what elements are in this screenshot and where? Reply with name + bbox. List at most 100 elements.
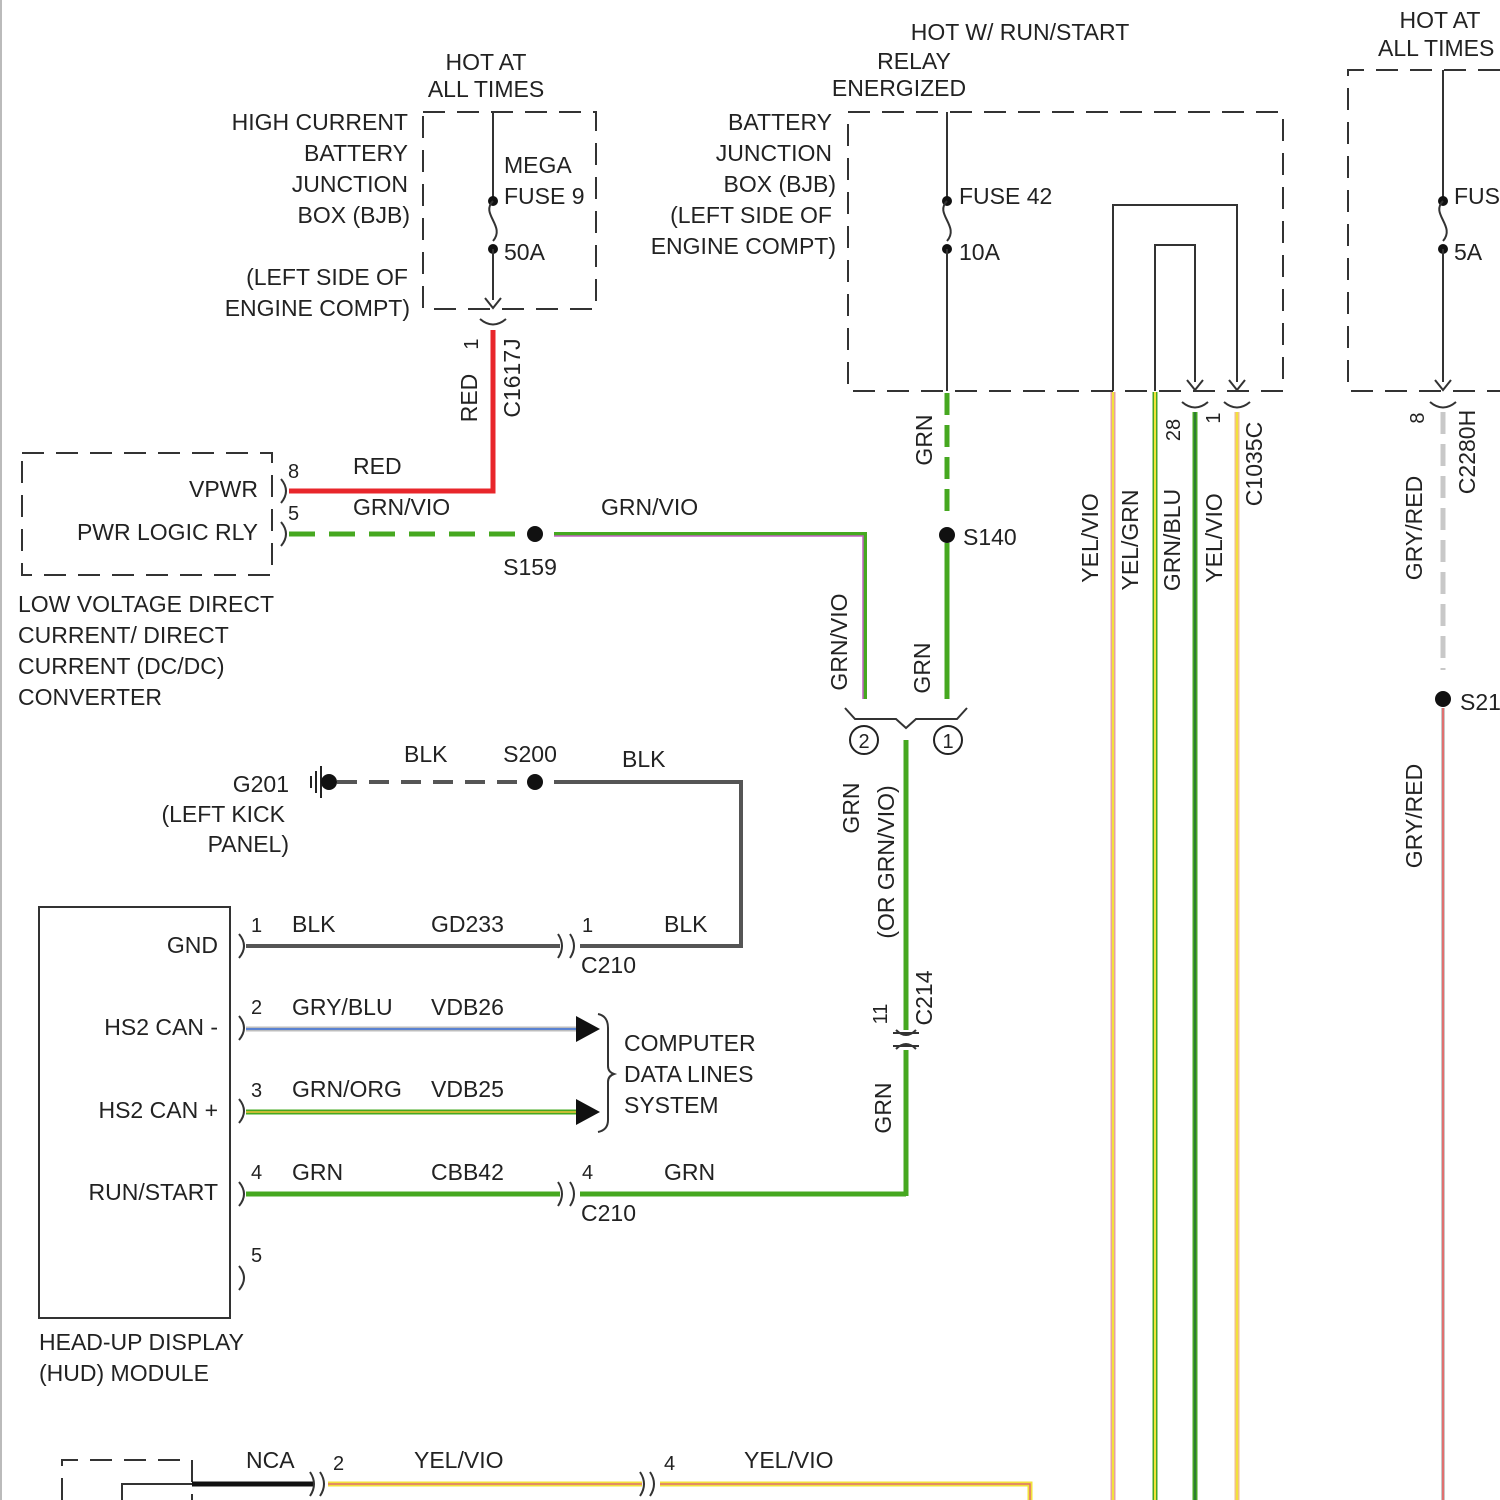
s21-label: S21 <box>1460 689 1500 715</box>
vdb25-circuit: VDB25 <box>431 1076 504 1102</box>
fuse-42-name: FUSE 42 <box>959 183 1052 209</box>
bjb-mid-hot-line1: HOT W/ RUN/START <box>911 19 1130 45</box>
vdb25-arrow <box>576 1099 600 1125</box>
blk-wire-label-2: BLK <box>622 746 666 772</box>
bjb-mid-location-line1: (LEFT SIDE OF <box>670 202 832 228</box>
cbb42-color: GRN <box>292 1159 343 1185</box>
c1035c-pin-28: 28 <box>1163 419 1185 441</box>
c210-run-wire: GRN <box>664 1159 715 1185</box>
c210-label-bottom: C210 <box>581 1200 636 1226</box>
splice-s200 <box>527 774 543 790</box>
dcdc-name-line4: CONVERTER <box>18 684 162 710</box>
wire-yel-vio-1: YEL/VIO <box>1077 493 1103 582</box>
g201-ground-point <box>321 774 337 790</box>
c210-gnd-pin: 1 <box>582 915 593 937</box>
bottom-yel-vio-wire-right <box>660 1484 1030 1500</box>
s140-label: S140 <box>963 524 1017 550</box>
bjb-mid-name-line3: BOX (BJB) <box>724 171 836 197</box>
hud-module: GND HS2 CAN - HS2 CAN + RUN/START 1 2 3 … <box>39 907 262 1386</box>
c1617j-label: C1617J <box>499 338 525 417</box>
vdb25-color: GRN/ORG <box>292 1076 402 1102</box>
c210-gnd-wire: BLK <box>664 911 708 937</box>
cbb42-circuit: CBB42 <box>431 1159 504 1185</box>
bottom-wire-right-label: YEL/VIO <box>744 1447 833 1473</box>
fuse-42-symbol <box>943 201 951 241</box>
dcdc-name-line3: CURRENT (DC/DC) <box>18 653 225 679</box>
grn-vio-wire <box>554 534 865 699</box>
bjb-left-location-line1: (LEFT SIDE OF <box>246 264 408 290</box>
gry-red-label-top: GRY/RED <box>1401 476 1427 580</box>
hud-pin-run-start-label: RUN/START <box>89 1179 219 1205</box>
hud-pin-3-num: 3 <box>251 1080 262 1102</box>
grn-wire-label-top: GRN <box>911 414 937 465</box>
splice-s159 <box>527 526 543 542</box>
bjb-left-hot-line1: HOT AT <box>446 49 527 75</box>
blk-wire-label-1: BLK <box>404 741 448 767</box>
bjb-right-hot-line1: HOT AT <box>1400 7 1481 33</box>
gd233-circuit: GD233 <box>431 911 504 937</box>
bjb-left-name-line4: BOX (BJB) <box>298 202 410 228</box>
nca-label: NCA <box>246 1447 295 1473</box>
hud-pin-1-num: 1 <box>251 915 262 937</box>
c1617j-pin: 1 <box>461 338 483 349</box>
s159-label: S159 <box>503 554 557 580</box>
cdls-line3: SYSTEM <box>624 1092 719 1118</box>
bjb-mid-hot-line2: RELAY <box>877 48 951 74</box>
fuse-right-symbol <box>1439 201 1447 241</box>
dcdc-vpwr: VPWR <box>189 476 258 502</box>
gry-red-label-bottom: GRY/RED <box>1401 764 1427 868</box>
wire-grn-blu: GRN/BLU <box>1159 489 1185 591</box>
wire-yel-grn: YEL/GRN <box>1117 490 1143 591</box>
grn-wire-below-c214-label: GRN <box>870 1082 896 1133</box>
splice-s21 <box>1435 691 1451 707</box>
bjb-left-hot-line2: ALL TIMES <box>428 76 544 102</box>
g201-name: G201 <box>233 771 289 797</box>
bjb-left-name-line1: HIGH CURRENT <box>232 109 408 135</box>
g201-location-line2: PANEL) <box>208 831 289 857</box>
hud-pin-can-plus-label: HS2 CAN + <box>98 1097 218 1123</box>
grn-wire-down-alt-label: (OR GRN/VIO) <box>873 785 899 938</box>
dcdc-pin-5: 5 <box>288 503 299 525</box>
vertical-wire-bundle: YEL/VIO YEL/GRN GRN/BLU YEL/VIO <box>1077 392 1237 1500</box>
hud-pin-can-minus-label: HS2 CAN - <box>104 1014 218 1040</box>
c214-pin: 11 <box>870 1004 892 1025</box>
c214-label: C214 <box>911 970 937 1025</box>
bjb-left-name-line2: BATTERY <box>304 140 408 166</box>
bjb-left-name-line3: JUNCTION <box>292 171 408 197</box>
bjb-mid-name-line1: BATTERY <box>728 109 832 135</box>
hud-pin-5-num: 5 <box>251 1245 262 1267</box>
bjb-left-box <box>423 112 596 309</box>
cdls-line2: DATA LINES <box>624 1061 754 1087</box>
bottom-wire-left-label: YEL/VIO <box>414 1447 503 1473</box>
ground-g201: G201 (LEFT KICK PANEL) <box>161 766 337 857</box>
bottom-component: NCA 2 YEL/VIO 4 YEL/VIO <box>62 1447 1030 1500</box>
bjb-mid-name-line2: JUNCTION <box>716 140 832 166</box>
hud-name-line1: HEAD-UP DISPLAY <box>39 1329 244 1355</box>
red-wire-vertical-label: RED <box>456 374 482 423</box>
g201-location-line1: (LEFT KICK <box>161 801 285 827</box>
hud-pin-2-num: 2 <box>251 997 262 1019</box>
mega-fuse-name-line2: FUSE 9 <box>504 183 585 209</box>
grn-vio-wire-label-left: GRN/VIO <box>353 494 450 520</box>
fuse-42-rating: 10A <box>959 239 1001 265</box>
mega-fuse-rating: 50A <box>504 239 546 265</box>
connector-c1617j-symbol <box>480 319 506 325</box>
gd233-color: BLK <box>292 911 336 937</box>
grn-vio-wire-label-right: GRN/VIO <box>601 494 698 520</box>
bottom-pin-4: 4 <box>664 1453 675 1475</box>
high-current-bjb: HOT AT ALL TIMES HIGH CURRENT BATTERY JU… <box>225 49 596 422</box>
dcdc-name-line1: LOW VOLTAGE DIRECT <box>18 591 274 617</box>
hud-pin-4-num: 4 <box>251 1162 262 1184</box>
dcdc-pin-8: 8 <box>288 461 299 483</box>
bjb-mid-hot-line3: ENERGIZED <box>832 75 966 101</box>
c2280h-pin: 8 <box>1407 412 1429 423</box>
dcdc-pwr-logic-rly: PWR LOGIC RLY <box>77 519 258 545</box>
fuse-right-name: FUS <box>1454 183 1500 209</box>
grn-vio-wire-label-vertical: GRN/VIO <box>826 593 852 690</box>
red-wire-label: RED <box>353 453 402 479</box>
dcdc-name-line2: CURRENT/ DIRECT <box>18 622 229 648</box>
grn-wire-label-mid: GRN <box>909 642 935 693</box>
c1035c-pin-1: 1 <box>1203 412 1225 423</box>
grn-wire-down-label: GRN <box>838 782 864 833</box>
